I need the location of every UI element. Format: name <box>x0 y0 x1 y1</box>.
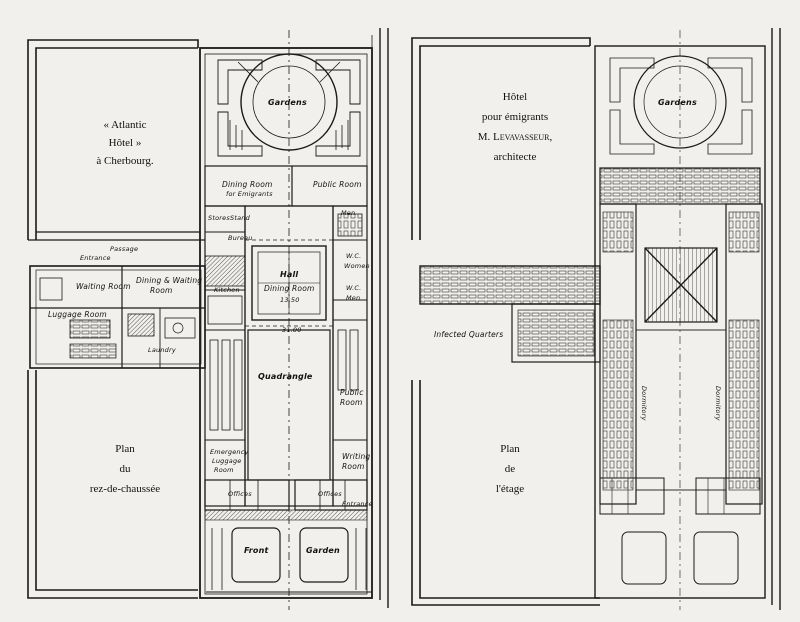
label-gardens-left: Gardens <box>268 98 307 107</box>
label-stand: Stand <box>230 214 250 222</box>
left-plan-title: « Atlantic Hôtel » à Cherbourg. <box>96 119 154 167</box>
label-dining-waiting-b: Room <box>150 286 173 295</box>
gardens-parterre-right <box>609 55 753 155</box>
label-public-room-right-b: Room <box>340 398 363 407</box>
label-luggage-room: Luggage Room <box>48 310 107 319</box>
right-plan-caption: Plan de l'étage <box>495 443 525 495</box>
label-gardens-right: Gardens <box>658 98 697 107</box>
label-men-right-top: Men <box>341 209 356 217</box>
label-laundry: Laundry <box>148 346 176 354</box>
label-infected-quarters: Infected Quarters <box>434 330 504 339</box>
label-offices-left: Offices <box>228 490 252 498</box>
label-bureau: Bureau <box>228 234 253 242</box>
label-public-room-top: Public Room <box>313 180 362 189</box>
label-dimension-top: 13.50 <box>280 296 300 304</box>
gardens-parterre-left <box>217 53 361 157</box>
label-dining-room-emigrants-sub: for Emigrants <box>226 190 273 198</box>
label-writing-room-a: Writing <box>342 452 371 461</box>
label-wc-men: W.C. <box>346 284 362 292</box>
label-dormitory-right: Dormitory <box>714 386 722 421</box>
label-waiting-room: Waiting Room <box>76 282 131 291</box>
label-passage: Passage <box>110 245 139 253</box>
label-entrance-right: Entrance <box>342 500 373 508</box>
label-women: Women <box>344 262 370 270</box>
label-offices-right: Offices <box>318 490 342 498</box>
label-wc-top: W.C. <box>346 252 362 260</box>
label-stores: Stores <box>208 214 230 222</box>
label-dining-room-emigrants: Dining Room <box>222 180 273 189</box>
label-dimension-mid: 31.00 <box>282 326 302 334</box>
label-emergency-c: Room <box>214 466 234 474</box>
left-plan-drawing <box>27 28 389 610</box>
label-quadrangle: Quadrangle <box>258 372 313 381</box>
right-plan-title: Hôtel pour émigrants M. Levavasseur, arc… <box>477 91 553 163</box>
label-public-room-right-a: Public <box>340 388 364 397</box>
label-dining-room: Dining Room <box>264 284 315 293</box>
label-men: Men <box>346 294 361 302</box>
label-kitchen: Kitchen <box>214 286 240 294</box>
label-emergency-b: Luggage <box>212 457 242 465</box>
label-hall: Hall <box>280 270 299 279</box>
left-plan-caption: Plan du rez-de-chaussée <box>89 443 161 495</box>
label-garden-bottom: Garden <box>306 546 340 555</box>
label-entrance-left: Entrance <box>80 254 111 262</box>
right-plan-drawing <box>411 28 781 610</box>
label-writing-room-b: Room <box>342 462 365 471</box>
label-emergency-a: Emergency <box>210 448 249 456</box>
label-front: Front <box>244 546 269 555</box>
label-dining-waiting-a: Dining & Waiting <box>136 276 203 285</box>
label-dormitory-left: Dormitory <box>640 386 648 421</box>
